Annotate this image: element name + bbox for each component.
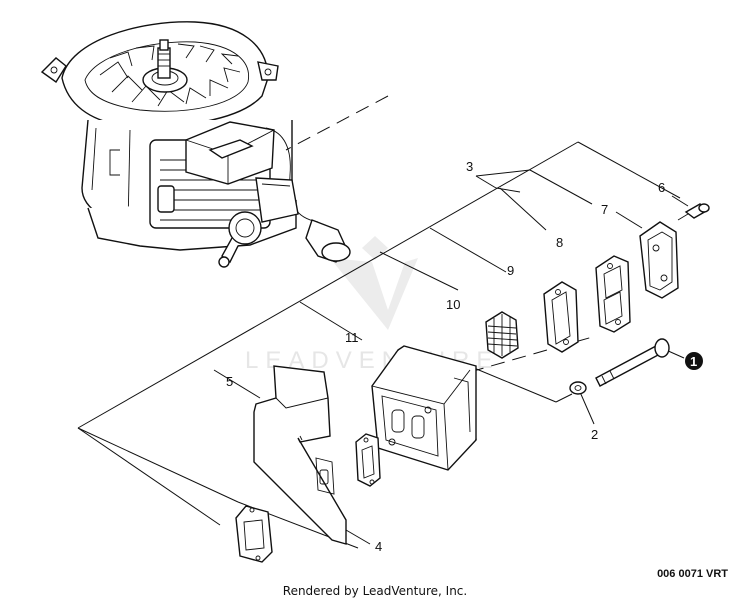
callout-3: 3 [466,159,473,174]
callout-8: 8 [556,235,563,250]
callouts: 1 2 3 4 5 6 7 8 9 10 11 [226,159,703,554]
callout-1-badge [685,352,703,370]
part-muffler[interactable] [371,345,477,471]
part-gasket-base[interactable] [235,505,273,563]
footer-text: Rendered by LeadVenture, Inc. [282,584,468,598]
callout-4: 4 [375,539,382,554]
part-washer[interactable] [569,381,587,395]
callout-10: 10 [446,297,460,312]
part-screw[interactable] [677,203,710,221]
callout-6: 6 [658,180,665,195]
part-gasket-large[interactable] [595,255,631,333]
part-gasket-small[interactable] [355,433,381,487]
engine-assembly [40,21,351,268]
callout-11: 11 [345,330,359,345]
callout-5: 5 [226,374,233,389]
part-heat-shield[interactable] [253,365,347,545]
guide-lines [77,95,689,549]
callout-2: 2 [591,427,598,442]
callout-9: 9 [507,263,514,278]
part-cover-plate[interactable] [639,221,679,299]
part-gasket[interactable] [543,281,579,353]
part-screen[interactable] [485,311,519,359]
watermark: LEADVENTURE [245,236,492,374]
part-bolt[interactable] [595,338,670,387]
callout-1: 1 [690,354,697,369]
diagram-code: 006 0071 VRT [657,568,728,580]
callout-7: 7 [601,202,608,217]
